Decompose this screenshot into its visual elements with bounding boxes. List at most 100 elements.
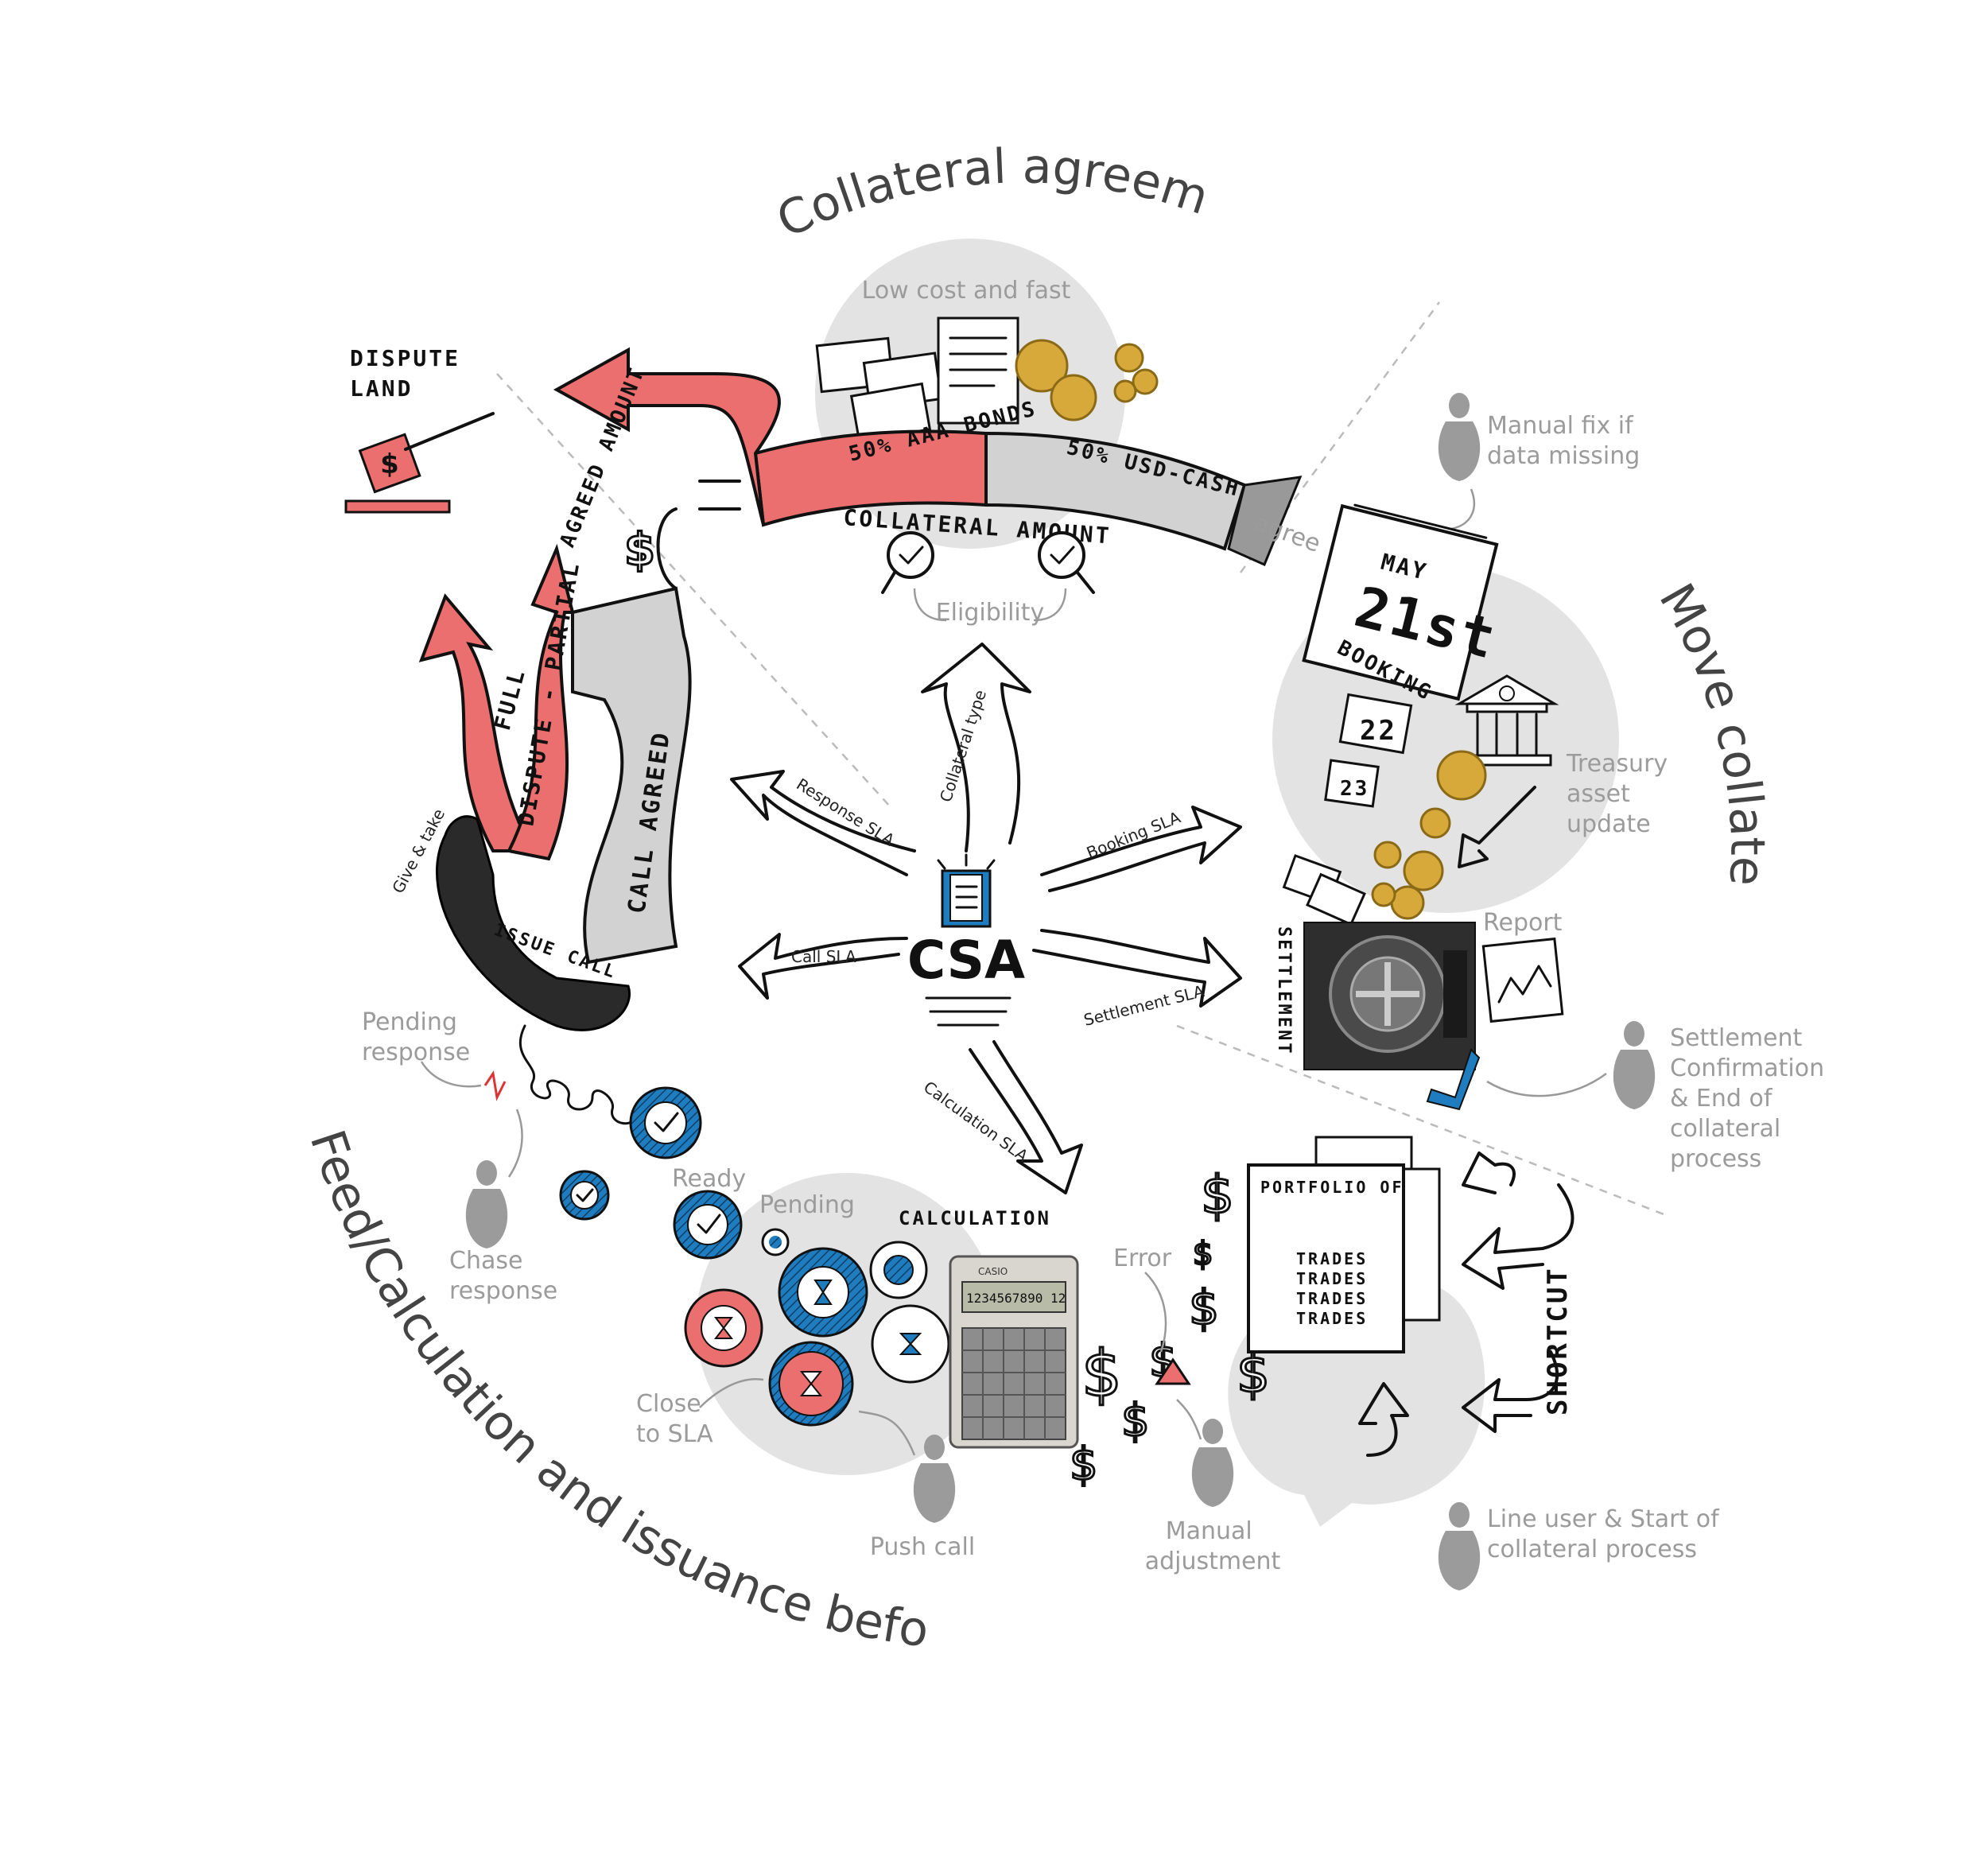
spark-icon [483, 1070, 507, 1101]
svg-text:CASIO: CASIO [978, 1266, 1008, 1277]
booking-sla-arrow [1040, 806, 1242, 892]
agree-arrowhead [1227, 476, 1303, 566]
person-icon-manual-fix [1438, 393, 1481, 481]
low-cost-label: Low cost and fast [862, 277, 1071, 305]
section-dividers [496, 301, 1671, 1218]
trades-2: TRADES [1296, 1269, 1368, 1288]
trades-3: TRADES [1296, 1289, 1368, 1308]
manual-adjustment-label: Manual adjustment [1145, 1517, 1281, 1575]
collateral-type-arrow [921, 643, 1031, 852]
coins-icon [1015, 339, 1159, 421]
checkmark-icon [1426, 1048, 1481, 1111]
shortcut-arrow-1 [1462, 1183, 1574, 1290]
shortcut-arrow-2 [1462, 1151, 1516, 1194]
hourglass-icon-2 [869, 1241, 928, 1299]
move-coins-icon [1371, 750, 1487, 920]
magnifier-check-icon-left [881, 531, 934, 594]
calculator-icon: CASIO 1234567890 12 [949, 1255, 1079, 1449]
magnifier-check-icon-right [1038, 531, 1095, 594]
error-warning-icon [1155, 1357, 1191, 1385]
person-icon-manual-adjustment [1191, 1419, 1234, 1507]
trades-4: TRADES [1296, 1309, 1368, 1328]
ready-check-icon-3 [673, 1190, 743, 1260]
calculation-section: Pending response Chase response Ready [362, 1008, 1281, 1575]
move-section: Manual fix if data missing MAY 21st BOOK… [1274, 393, 1824, 1173]
dispute-land-label: DISPUTE LAND [350, 345, 476, 402]
dispute-section: DISPUTE LAND $ AGREED AMOUNT $ FULL DISP… [344, 345, 741, 1125]
dollar-icon: $ [624, 524, 655, 576]
ready-label: Ready [672, 1165, 746, 1193]
dispute-partial-arrow [507, 543, 575, 861]
pending-response-label: Pending response [362, 1008, 470, 1066]
telephone-handset-icon [436, 815, 631, 1031]
settlement-label: SETTLEMENT [1274, 926, 1294, 1055]
calculation-sla-arrow [969, 1040, 1083, 1194]
portfolio-section: $ $ $ $ PORTFOLIO OF TRADES TRADES TRADE… [1188, 1136, 1726, 1590]
hourglass-icon-1 [778, 1247, 868, 1338]
shortcut-label: SHORTCUT [1542, 1266, 1574, 1415]
phone-small-icon [656, 507, 678, 590]
report-chart-icon [1481, 937, 1564, 1023]
trades-1: TRADES [1296, 1249, 1368, 1268]
shortcut-arrow-3 [1462, 1350, 1559, 1433]
dollar-icon-7: $ [1189, 1280, 1219, 1336]
title-collateral-agreement: Collateral agreement [0, 0, 1215, 249]
svg-text:1234567890 12: 1234567890 12 [966, 1291, 1066, 1306]
shortcut-arrow-4 [1358, 1382, 1409, 1457]
csa-document-icon [937, 853, 996, 928]
person-icon-line-user [1438, 1502, 1481, 1590]
calendar-icon [1302, 503, 1499, 701]
line-user-label: Line user & Start of collateral process [1487, 1505, 1726, 1563]
person-icon-settlement [1613, 1021, 1656, 1109]
dollar-icon-5: $ [1201, 1164, 1234, 1225]
error-label: Error [1113, 1245, 1172, 1272]
eligibility-label: Eligibility [936, 599, 1045, 627]
dollar-icon-6: $ [1193, 1236, 1213, 1272]
cash-arrow-gray [984, 431, 1247, 551]
hourglass-icon-red-2 [768, 1341, 854, 1427]
dispute-full-arrow [418, 593, 536, 852]
manual-fix-label: Manual fix if data missing [1487, 412, 1640, 470]
ready-check-icon-2 [559, 1170, 610, 1221]
person-icon-push-call [913, 1435, 956, 1523]
push-call-label: Push call [870, 1533, 975, 1561]
person-icon-chase [465, 1160, 508, 1248]
csa-hub: Collateral type Response SLA Booking SLA… [730, 643, 1242, 1194]
collateral-type-label: Collateral type [936, 688, 990, 805]
calendar-day3: 23 [1340, 777, 1369, 801]
hourglass-icon-3 [871, 1304, 950, 1384]
dollar-icon-2: $ [1121, 1395, 1150, 1447]
report-label: Report [1483, 909, 1563, 937]
hourglass-icon-red-1 [684, 1288, 763, 1368]
settlement-sla-arrow [1032, 929, 1242, 1008]
call-agreed-arrow [571, 586, 692, 965]
portfolio-sheet [1247, 1163, 1405, 1353]
calculation-label: CALCULATION [899, 1207, 1051, 1229]
vault-icon [1303, 922, 1476, 1070]
bank-icon [1454, 674, 1559, 767]
agreement-section: Low cost and fast 50% AAA BONDS 50% US [553, 277, 1324, 627]
settlement-sla-label: Settlement SLA [1081, 981, 1206, 1030]
portfolio-title: PORTFOLIO OF [1260, 1178, 1404, 1197]
calculation-sla-label: Calculation SLA [920, 1078, 1031, 1166]
documents-icon [815, 316, 1019, 444]
csa-logo-text: CSA [907, 930, 1025, 991]
close-to-sla-label: Close to SLA [636, 1390, 713, 1448]
treasury-arrow [1458, 786, 1536, 868]
ready-check-icon-1 [629, 1086, 702, 1159]
call-sla-label: Call SLA [791, 947, 856, 966]
response-sla-arrow [730, 770, 916, 876]
chase-response-label: Chase response [449, 1247, 557, 1305]
dispute-return-arrow [553, 347, 781, 526]
call-sla-arrow [738, 933, 908, 1000]
gavel-icon: $ [344, 412, 495, 514]
phone-cord [518, 1024, 638, 1125]
pending-label: Pending [759, 1191, 855, 1219]
dispute-full-label: FULL [489, 666, 530, 733]
calendar-day2: 22 [1360, 715, 1397, 747]
svg-text:$: $ [380, 449, 399, 480]
